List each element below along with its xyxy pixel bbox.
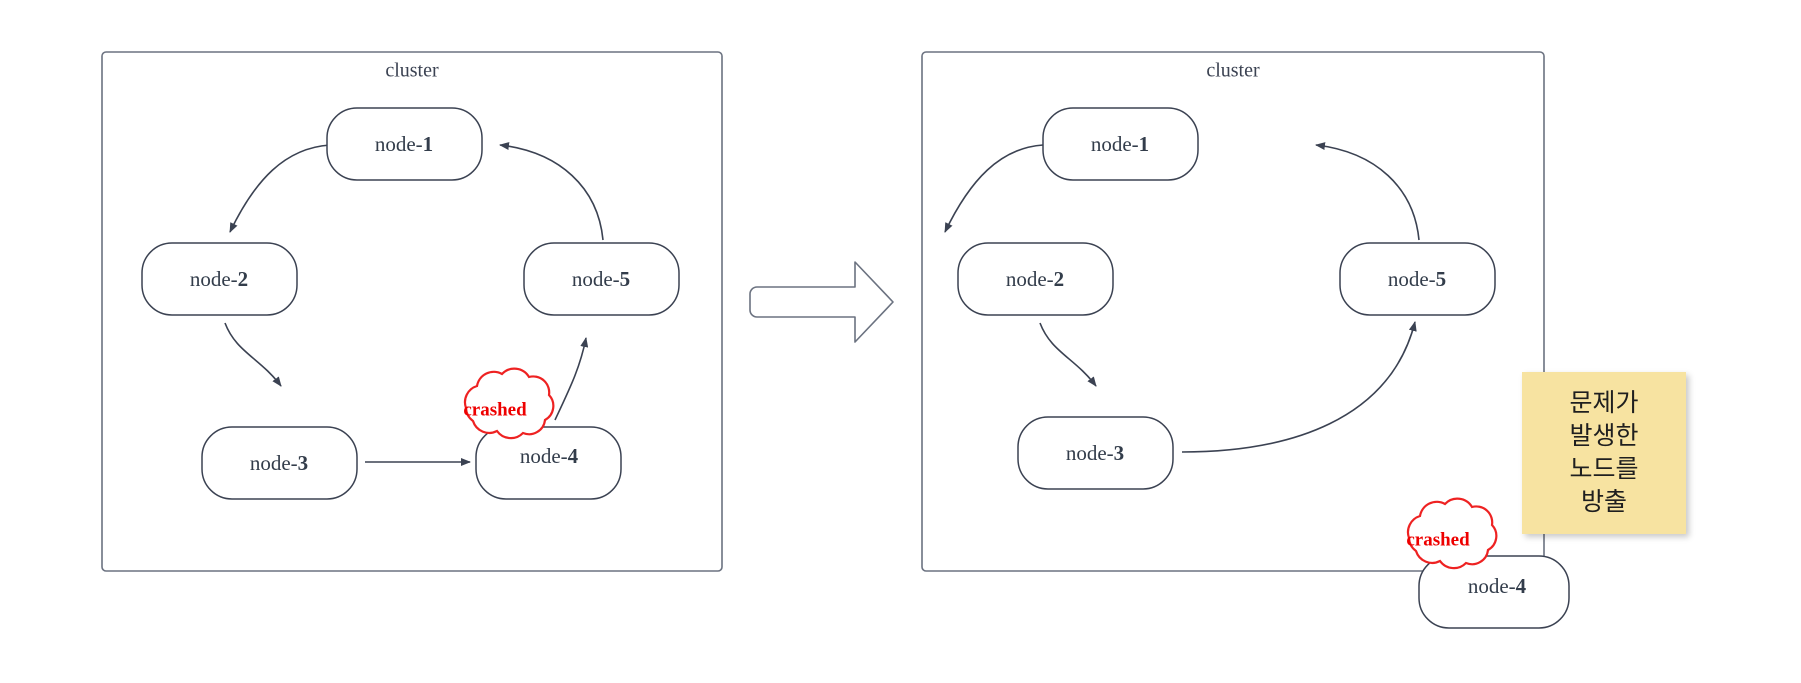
- crashed-label-after: crashed: [1406, 529, 1470, 550]
- edge-before-n2-n3: [224, 322, 282, 387]
- node-after-n3-label: node-3: [1066, 441, 1124, 465]
- node-before-n4-label: node-4: [520, 444, 579, 468]
- node-after-n4-ejected[interactable]: node-4: [1418, 555, 1570, 629]
- node-before-n3[interactable]: node-3: [201, 426, 358, 500]
- transition-arrow: [749, 261, 894, 343]
- node-before-n1[interactable]: node-1: [326, 107, 483, 181]
- crashed-cloud-before: crashed: [463, 367, 555, 440]
- cluster-box-after: [921, 51, 1545, 572]
- cluster-box-before: [101, 51, 723, 572]
- panel-before: cluster node-1 node-2 node-3 nod: [101, 51, 723, 572]
- node-after-n5-label: node-5: [1388, 267, 1446, 291]
- node-before-n2-label: node-2: [190, 267, 248, 291]
- node-before-n3-label: node-3: [250, 451, 308, 475]
- node-after-n2[interactable]: node-2: [957, 242, 1114, 316]
- edge-before-n4-n5: [554, 337, 589, 421]
- node-before-n5[interactable]: node-5: [523, 242, 680, 316]
- node-after-n2-label: node-2: [1006, 267, 1064, 291]
- node-before-n1-label: node-1: [375, 132, 433, 156]
- node-before-n4[interactable]: node-4: [475, 426, 622, 500]
- node-after-n4-label: node-4: [1468, 574, 1527, 598]
- crashed-cloud-after: crashed: [1406, 497, 1498, 570]
- node-after-n1[interactable]: node-1: [1042, 107, 1199, 181]
- node-before-n5-label: node-5: [572, 267, 630, 291]
- node-after-n3[interactable]: node-3: [1017, 416, 1174, 490]
- node-after-n5[interactable]: node-5: [1339, 242, 1496, 316]
- cluster-label-before: cluster: [385, 60, 439, 82]
- edge-before-n5-n1: [499, 142, 604, 241]
- node-before-n2[interactable]: node-2: [141, 242, 298, 316]
- edge-after-n2-n3: [1039, 322, 1097, 387]
- cluster-label-after: cluster: [1206, 60, 1260, 82]
- node-after-n1-label: node-1: [1091, 132, 1149, 156]
- edge-after-n3-n5: [1181, 321, 1417, 453]
- edge-after-n5-n1: [1315, 142, 1420, 241]
- edge-before-n1-n2: [229, 144, 331, 233]
- edge-after-n1-n2: [944, 144, 1044, 233]
- panel-after: cluster node-1 node-2 node-3 node-5: [921, 51, 1570, 629]
- sticky-note-eject: 문제가 발생한 노드를 방출: [1522, 372, 1686, 534]
- crashed-label-before: crashed: [463, 399, 527, 420]
